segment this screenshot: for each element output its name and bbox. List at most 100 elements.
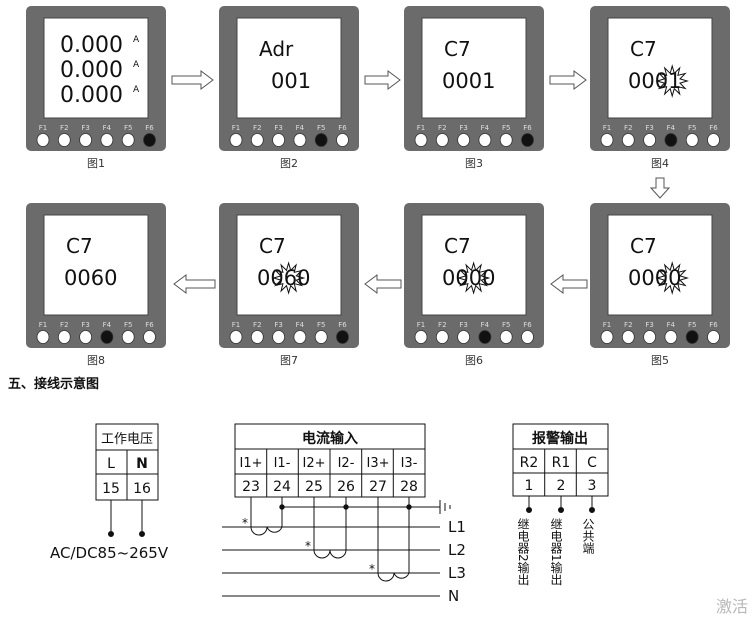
current-col-i1p: I1+ <box>240 456 263 471</box>
current-term-27: 27 <box>369 479 387 495</box>
key-label: F1 <box>417 321 425 329</box>
alarm-col-r2: R2 <box>520 455 539 471</box>
key-label: F5 <box>124 321 132 329</box>
line-l3: L3 <box>448 564 466 582</box>
key-f3-button[interactable] <box>79 330 92 344</box>
key-f4-button[interactable] <box>664 330 678 344</box>
key-f2-button[interactable] <box>435 330 449 344</box>
key-f5-button[interactable] <box>121 330 135 344</box>
key-label: F5 <box>124 124 132 132</box>
current-wiring <box>222 497 451 597</box>
key-label: F6 <box>523 321 532 329</box>
key-f1-button[interactable] <box>36 330 50 344</box>
key-f3-button[interactable] <box>79 133 92 147</box>
right-arrow-icon <box>364 70 401 90</box>
key-f1-button[interactable] <box>600 133 614 147</box>
key-f3-button[interactable] <box>272 133 286 147</box>
left-arrow-icon <box>550 274 588 294</box>
key-f1-button[interactable] <box>600 330 614 344</box>
key-f5-button[interactable] <box>314 133 328 147</box>
alarm-term-3: 3 <box>588 478 597 494</box>
key-label: F6 <box>145 124 154 132</box>
key-f4-button[interactable] <box>478 133 492 147</box>
key-f2-button[interactable] <box>57 133 71 147</box>
display-unit: A <box>133 35 140 45</box>
power-term-16: 16 <box>133 481 151 497</box>
left-arrow-icon <box>364 274 402 294</box>
key-f5-button[interactable] <box>499 133 513 147</box>
power-title: 工作电压 <box>101 432 153 447</box>
display-label: Adr <box>259 37 294 61</box>
display-value: 001 <box>271 69 311 93</box>
blink-cursor-icon <box>271 261 306 295</box>
key-f4-button[interactable] <box>100 133 114 147</box>
display-value: 0.000 <box>60 83 123 108</box>
key-label: F4 <box>103 321 112 329</box>
meter-screen <box>607 214 713 316</box>
key-f3-button[interactable] <box>457 330 471 344</box>
key-f3-button[interactable] <box>272 330 286 344</box>
key-f5-button[interactable] <box>314 330 328 344</box>
key-f5-button[interactable] <box>499 330 513 344</box>
key-f3-button[interactable] <box>457 133 471 147</box>
key-f5-button[interactable] <box>121 133 135 147</box>
key-f2-button[interactable] <box>250 133 264 147</box>
key-f6-button[interactable] <box>336 133 349 147</box>
key-label: F2 <box>60 124 68 132</box>
alarm-col-r1: R1 <box>552 455 571 471</box>
key-f6-button[interactable] <box>143 330 156 344</box>
current-col-i3m: I3- <box>401 456 418 471</box>
line-l2: L2 <box>448 541 466 559</box>
key-f2-button[interactable] <box>435 133 449 147</box>
key-f6-button[interactable] <box>707 133 720 147</box>
current-col-i3p: I3+ <box>367 456 390 471</box>
display-value: 0060 <box>64 266 117 290</box>
key-f6-button[interactable] <box>707 330 720 344</box>
key-f1-button[interactable] <box>229 330 243 344</box>
display-value: 0.000 <box>60 58 123 83</box>
key-f1-button[interactable] <box>229 133 243 147</box>
key-label: F2 <box>624 124 632 132</box>
key-label: F5 <box>688 321 696 329</box>
key-label: F1 <box>232 321 240 329</box>
power-terminal-block <box>95 423 159 501</box>
key-f2-button[interactable] <box>621 133 635 147</box>
key-label: F3 <box>274 321 282 329</box>
display-value: 0001 <box>442 69 495 93</box>
key-f2-button[interactable] <box>57 330 71 344</box>
left-arrow-icon <box>173 274 216 294</box>
key-f1-button[interactable] <box>414 133 428 147</box>
key-f5-button[interactable] <box>685 133 699 147</box>
display-value: 0001 <box>628 69 681 93</box>
key-f6-button[interactable] <box>143 133 156 147</box>
key-label: F3 <box>459 124 467 132</box>
polarity-mark-2: * <box>305 539 311 553</box>
blink-cursor-icon <box>655 64 689 98</box>
key-f4-button[interactable] <box>293 133 307 147</box>
key-label: F3 <box>459 321 467 329</box>
key-f6-button[interactable] <box>521 330 534 344</box>
panel-caption: 图1 <box>87 157 105 170</box>
key-f1-button[interactable] <box>414 330 428 344</box>
alarm-term-2: 2 <box>557 478 566 494</box>
sequence-arrows <box>171 70 671 294</box>
key-f4-button[interactable] <box>293 330 307 344</box>
key-f4-button[interactable] <box>478 330 492 344</box>
key-f5-button[interactable] <box>685 330 699 344</box>
key-f6-button[interactable] <box>521 133 534 147</box>
key-label: F2 <box>253 321 261 329</box>
power-col-l: L <box>107 456 115 472</box>
current-title: 电流输入 <box>302 430 358 447</box>
key-f2-button[interactable] <box>250 330 264 344</box>
key-f3-button[interactable] <box>643 133 656 147</box>
key-f2-button[interactable] <box>621 330 635 344</box>
key-f4-button[interactable] <box>100 330 114 344</box>
key-f3-button[interactable] <box>643 330 656 344</box>
key-f6-button[interactable] <box>336 330 349 344</box>
key-f1-button[interactable] <box>36 133 50 147</box>
key-f4-button[interactable] <box>664 133 678 147</box>
